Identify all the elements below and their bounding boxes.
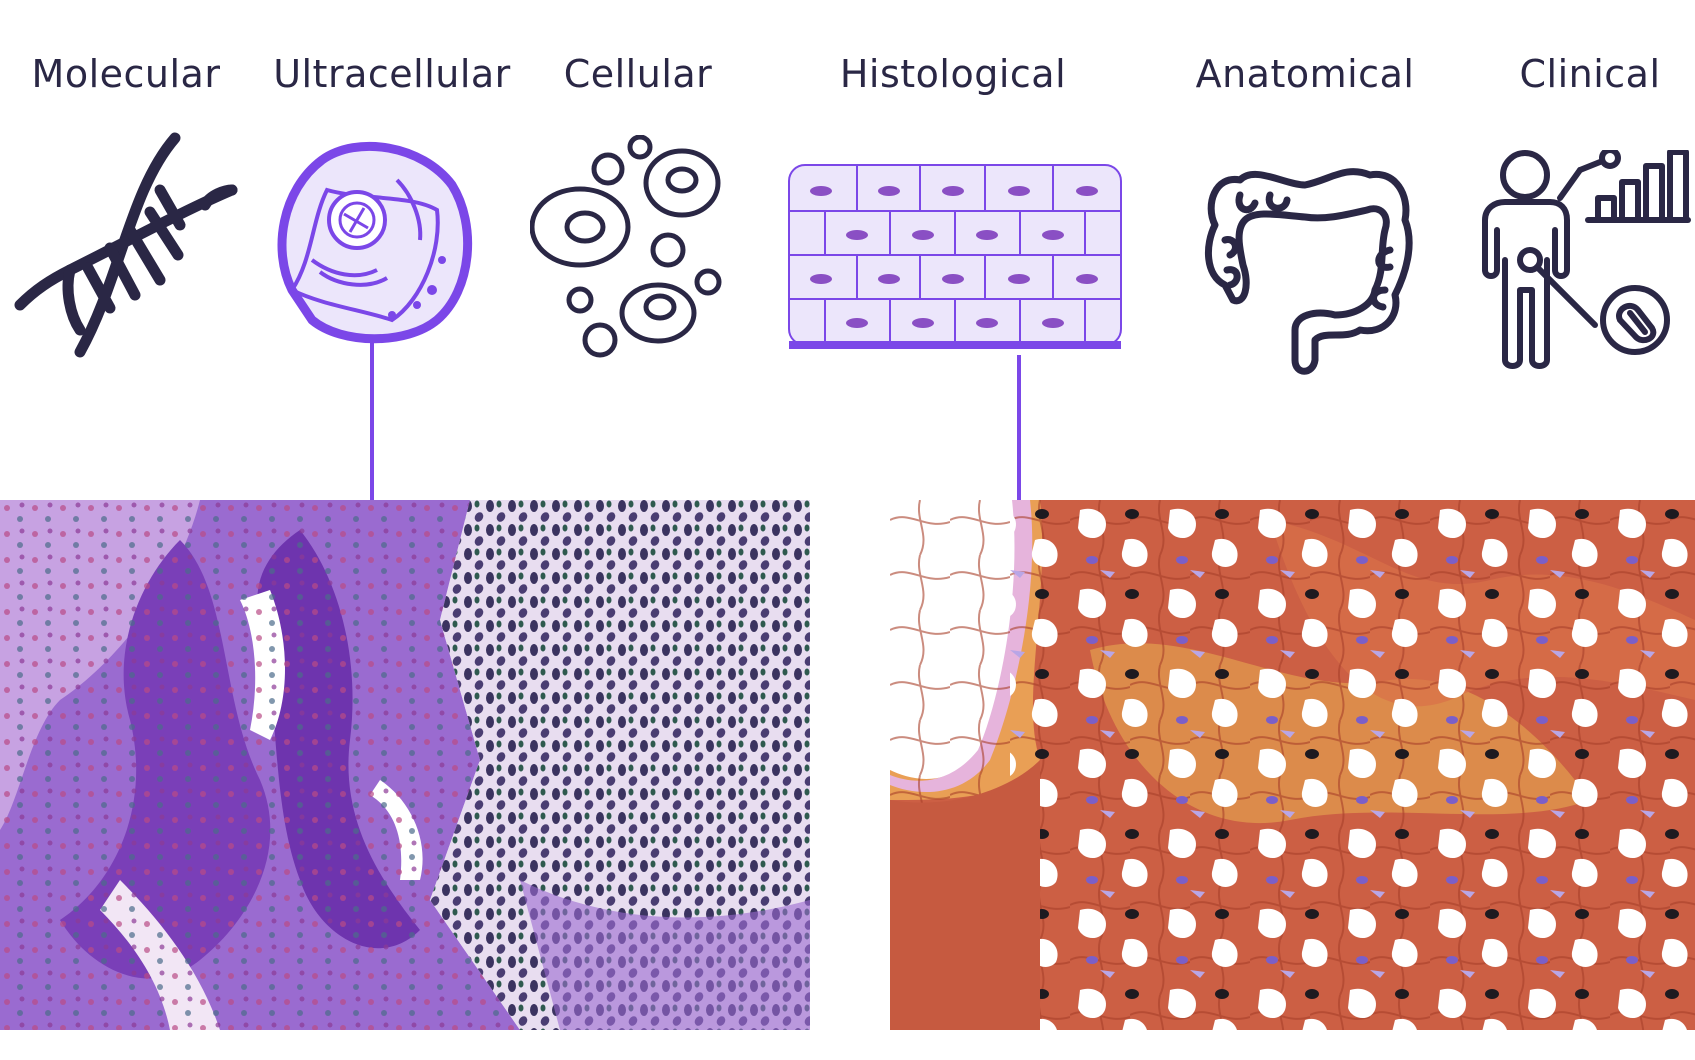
dna-icon bbox=[14, 132, 238, 358]
he-stained-micrograph bbox=[0, 500, 810, 1030]
label-clinical: Clinical bbox=[1519, 52, 1661, 96]
cell-organelle-icon bbox=[277, 141, 473, 344]
label-anatomical: Anatomical bbox=[1195, 52, 1415, 96]
patient-chart-icon bbox=[1482, 150, 1691, 369]
special-stain-micrograph bbox=[890, 500, 1695, 1030]
colon-icon bbox=[1204, 168, 1413, 375]
cells-icon bbox=[530, 135, 722, 358]
label-cellular: Cellular bbox=[563, 52, 713, 96]
connector-ultracellular bbox=[370, 342, 374, 502]
label-ultracellular: Ultracellular bbox=[273, 52, 511, 96]
label-molecular: Molecular bbox=[31, 52, 221, 96]
tissue-icon bbox=[788, 164, 1122, 349]
connector-histological bbox=[1017, 355, 1021, 502]
label-histological: Histological bbox=[839, 52, 1067, 96]
